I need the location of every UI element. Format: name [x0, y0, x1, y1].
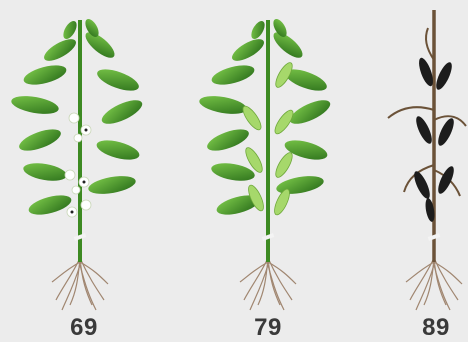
roots [240, 258, 296, 310]
stage-label-89: 89 [396, 314, 468, 342]
plant-stage-89 [360, 0, 468, 316]
stage-label-79: 79 [228, 314, 308, 342]
plant-stage-79 [188, 0, 348, 316]
roots [52, 258, 108, 310]
dry-branches [388, 28, 466, 196]
flowering-plant-icon [0, 0, 160, 316]
leaves [198, 17, 333, 219]
mature-black-pods-plant-icon [360, 0, 468, 316]
roots [406, 258, 462, 310]
green-pods-plant-icon [188, 0, 348, 316]
stage-label-69: 69 [44, 314, 124, 342]
plant-stage-69 [0, 0, 160, 316]
